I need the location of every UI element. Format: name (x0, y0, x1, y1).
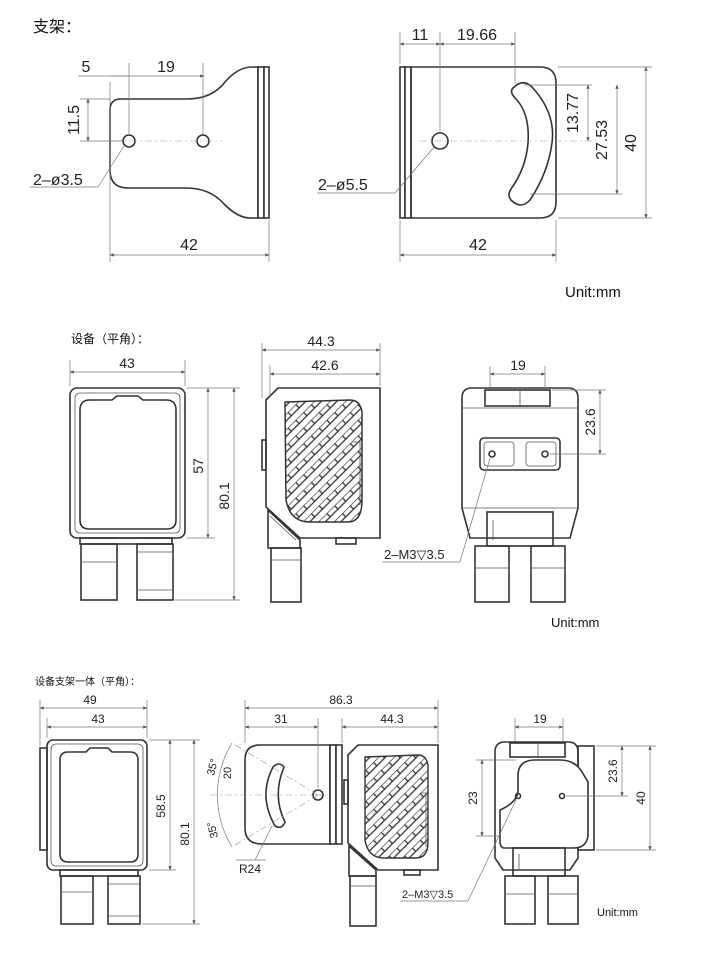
radius-r24: R24 (239, 862, 261, 876)
device-back-view: 19 23.6 2–M3▽3.5 (382, 357, 606, 603)
dim-44-3-assembly: 44.3 (380, 712, 404, 726)
dim-42-right: 42 (469, 237, 487, 254)
hole-callout-5-5: 2–ø5.5 (318, 177, 368, 194)
angle-35-top: 35° (205, 758, 221, 777)
dim-5: 5 (82, 59, 91, 76)
dim-31: 31 (274, 712, 288, 726)
unit-label-assembly: Unit:mm (597, 907, 638, 919)
assembly-back-view: 19 23 23.6 40 2–M3▽3.5 (400, 712, 656, 925)
bracket-right-view: 11 19.66 13.77 27.53 40 2–ø5.5 42 (317, 27, 652, 262)
section-title-bracket: 支架： (33, 17, 82, 36)
assembly-side-view: 86.3 31 44.3 35° 20 35° R24 (205, 693, 439, 927)
dim-19-assembly: 19 (533, 712, 547, 726)
dim-49: 49 (83, 693, 97, 707)
dim-57: 57 (190, 458, 206, 474)
bracket-left-view: 5 19 11.5 2–ø3.5 42 (30, 59, 270, 262)
device-front-view: 43 57 80.1 (69, 355, 240, 601)
device-side-view: 44.3 42.6 (261, 333, 381, 603)
dim-40: 40 (623, 134, 640, 152)
thread-callout-m3: 2–M3▽3.5 (384, 547, 445, 562)
section-title-assembly: 设备支架一体（平角）： (35, 677, 140, 688)
dim-19-left: 19 (157, 59, 175, 76)
dim-20: 20 (222, 767, 234, 779)
dim-40-assembly: 40 (634, 791, 648, 805)
unit-label-device: Unit:mm (551, 615, 600, 630)
unit-label-bracket: Unit:mm (565, 284, 621, 301)
dim-27-53: 27.53 (594, 120, 611, 160)
dim-23-6-assembly: 23.6 (606, 759, 620, 783)
assembly-front-view: 49 43 58.5 80.1 (39, 693, 200, 925)
hole-callout-3-5: 2–ø3.5 (33, 172, 83, 189)
dim-42-6: 42.6 (311, 357, 338, 373)
dim-80-1-assembly: 80.1 (178, 822, 192, 846)
dim-43: 43 (119, 355, 135, 371)
dim-13-77: 13.77 (565, 93, 582, 133)
dim-42-left: 42 (180, 237, 198, 254)
dim-86-3: 86.3 (329, 693, 353, 707)
dim-19-back: 19 (510, 357, 526, 373)
dim-11-5: 11.5 (66, 105, 83, 135)
thread-callout-m3-assembly: 2–M3▽3.5 (402, 889, 453, 901)
dim-80-1: 80.1 (216, 482, 232, 509)
dim-44-3: 44.3 (307, 333, 334, 349)
section-title-device: 设备（平角）： (71, 332, 150, 346)
dim-23: 23 (466, 791, 480, 805)
dim-23-6: 23.6 (582, 408, 598, 435)
dim-11: 11 (412, 27, 429, 44)
angle-35-bottom: 35° (205, 820, 221, 839)
dim-43-assembly: 43 (91, 712, 105, 726)
dim-58-5: 58.5 (154, 794, 168, 818)
dim-19-66: 19.66 (457, 27, 497, 44)
